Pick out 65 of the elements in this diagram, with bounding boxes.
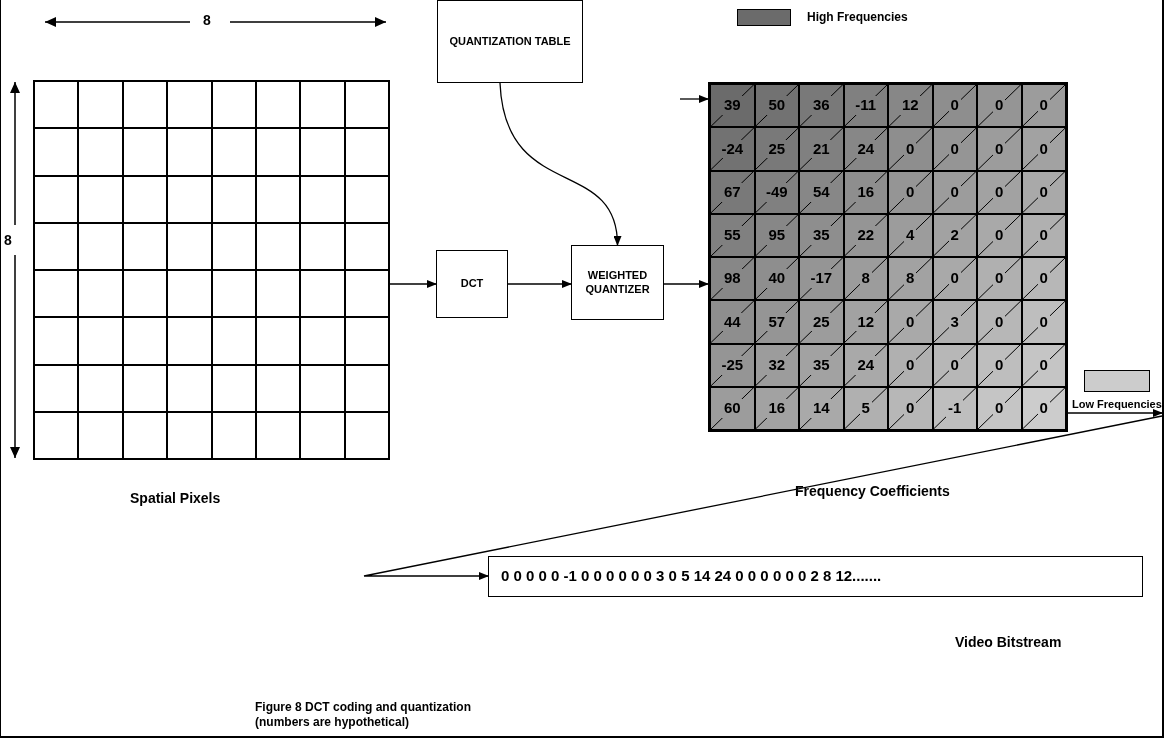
- matrix-value: 24: [855, 355, 877, 375]
- matrix-value: 57: [766, 312, 788, 332]
- arrow: [507, 280, 572, 288]
- matrix-value: 0: [1037, 96, 1050, 115]
- arrow: [389, 280, 437, 288]
- matrix-value: 0: [904, 399, 917, 418]
- process-box: [571, 245, 664, 320]
- matrix-value: 0: [993, 226, 1006, 245]
- matrix-value: 12: [855, 312, 877, 332]
- matrix-value: -1: [946, 399, 964, 418]
- matrix-value: 0: [1037, 269, 1050, 288]
- matrix-value: 24: [855, 139, 877, 159]
- matrix-value: 14: [810, 399, 832, 418]
- arrow: [499, 82, 621, 246]
- matrix-value: 35: [810, 355, 832, 375]
- matrix-value: 98: [721, 269, 743, 288]
- matrix-value: 55: [721, 226, 743, 245]
- caption-label: Frequency Coefficients: [795, 482, 950, 501]
- box-label: WEIGHTED QUANTIZER: [584, 268, 651, 297]
- matrix-value: 16: [766, 399, 788, 418]
- arrow: [663, 280, 709, 288]
- matrix-value: 0: [948, 96, 961, 115]
- matrix-value: 4: [904, 226, 917, 245]
- matrix-value: 0: [993, 399, 1006, 418]
- caption-label: Spatial Pixels: [130, 489, 221, 508]
- matrix-value: -17: [808, 269, 835, 288]
- matrix-value: 35: [810, 226, 832, 245]
- matrix-value: 8: [859, 269, 872, 288]
- matrix-value: -49: [763, 182, 790, 202]
- matrix-value: 22: [855, 226, 877, 245]
- arrow: [679, 95, 709, 103]
- matrix-value: 12: [899, 96, 921, 115]
- matrix-value: 40: [766, 269, 788, 288]
- matrix-value: 36: [810, 96, 832, 115]
- matrix-value: 50: [766, 96, 788, 115]
- figure-caption: Figure 8 DCT coding and quantization (numbers are hypothetical): [255, 700, 472, 730]
- caption-label: Video Bitstream: [955, 633, 1062, 652]
- box-label: DCT: [460, 277, 484, 291]
- matrix-value: 60: [721, 399, 743, 418]
- matrix-value: -25: [719, 355, 746, 375]
- matrix-value: -11: [853, 96, 879, 115]
- dimension-label: 8: [4, 233, 12, 247]
- legend-label: Low Frequencies: [1072, 397, 1162, 412]
- dimension-label: 8: [203, 13, 211, 27]
- bitstream-box: [488, 556, 1143, 597]
- process-box: [436, 250, 508, 318]
- process-box: [437, 0, 583, 83]
- matrix-value: 95: [766, 226, 788, 245]
- matrix-value: 32: [766, 355, 788, 375]
- matrix-value: -24: [719, 139, 746, 159]
- pixel-grid: [33, 80, 390, 460]
- matrix-value: 0: [948, 269, 961, 288]
- matrix-value: 39: [721, 96, 743, 115]
- matrix-value: 25: [810, 312, 832, 332]
- matrix-value: 44: [721, 312, 743, 332]
- matrix-value: 67: [721, 182, 743, 202]
- legend-label: High Frequencies: [807, 9, 908, 26]
- matrix-value: 16: [855, 182, 877, 202]
- matrix-value: 25: [766, 139, 788, 159]
- matrix-value: 21: [810, 139, 832, 159]
- arrow: [363, 415, 1163, 580]
- matrix-value: 54: [810, 182, 832, 202]
- box-label: QUANTIZATION TABLE: [449, 34, 571, 49]
- arrow: [1067, 409, 1163, 417]
- bitstream-text: 0 0 0 0 0 -1 0 0 0 0 0 0 3 0 5 14 24 0 0 0 0 0 0 2 8 12.......: [501, 566, 882, 587]
